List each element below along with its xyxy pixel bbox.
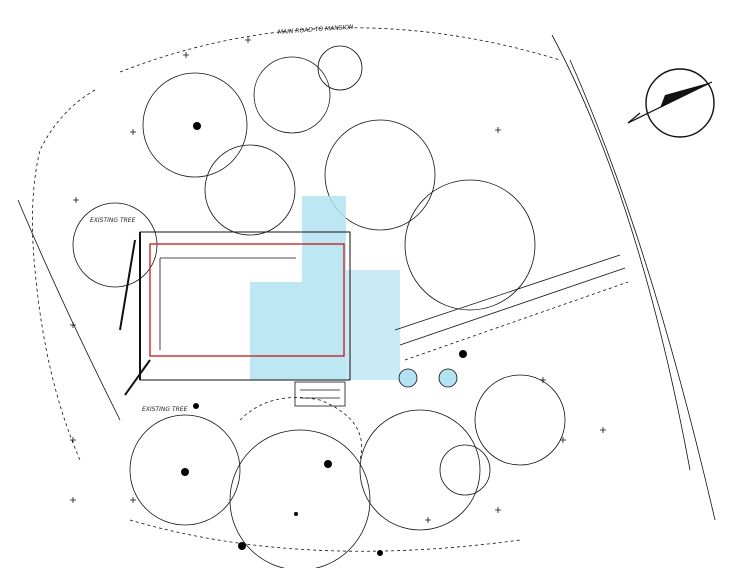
tree-trunk [181, 468, 189, 476]
terrace-overlay [346, 270, 400, 380]
tree-canopy [129, 414, 241, 526]
tree-canopy [404, 179, 536, 311]
north-arrow-icon [627, 68, 715, 138]
tree-canopy [317, 45, 363, 91]
tree-trunk [193, 122, 201, 130]
tree-canopy [324, 119, 436, 231]
tree-canopy [204, 144, 296, 236]
tree-label: EXISTING TREE [90, 217, 136, 224]
tree-canopy [72, 202, 158, 288]
tree-canopies [72, 45, 566, 568]
site-boundary [17, 27, 716, 552]
proposed-addition-overlay [250, 196, 346, 380]
tree-canopy [439, 444, 491, 496]
tree-trunks [181, 122, 467, 556]
tree-canopy [142, 72, 248, 178]
existing-building [119, 231, 351, 396]
tree-canopy [253, 56, 331, 134]
entry-steps [294, 381, 346, 407]
tree-trunk [377, 550, 383, 556]
tree-trunk [324, 460, 332, 468]
tree-label: EXISTING TREE [142, 406, 188, 413]
tree-trunk [193, 403, 199, 409]
tree-canopy [359, 409, 481, 531]
tree-trunk [294, 512, 298, 516]
tree-canopy [474, 374, 566, 466]
driveway [394, 254, 629, 388]
tree-trunk [238, 542, 246, 550]
spot-elevations [70, 37, 606, 523]
tree-trunk [459, 350, 467, 358]
tree-canopy [229, 429, 371, 568]
